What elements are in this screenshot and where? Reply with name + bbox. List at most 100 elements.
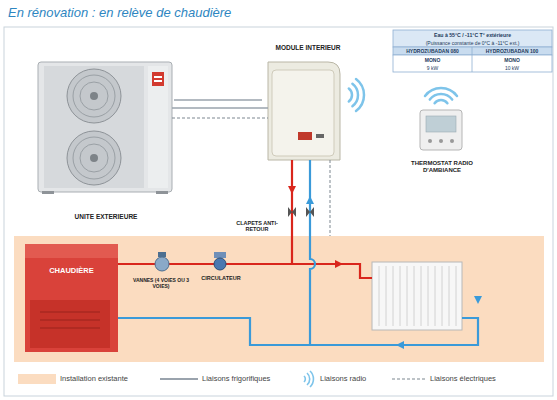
- boiler-box: CHAUDIÈRE: [25, 244, 118, 352]
- rect-shape: [372, 262, 462, 330]
- line-shape: [456, 266, 457, 326]
- check-valves: [288, 207, 314, 217]
- line-shape: [400, 266, 401, 326]
- path-shape: [430, 94, 452, 100]
- table-cell: Eau à 55°C / -11°C T° extérieure: [393, 31, 552, 39]
- node-label: VANNES (4 VOIES OU 3 VOIES): [126, 278, 196, 290]
- spec-table: [393, 47, 552, 55]
- path-shape: [118, 318, 478, 345]
- rect-shape: [154, 80, 162, 82]
- rect-shape: [148, 66, 168, 188]
- path-shape: [306, 207, 314, 217]
- legend-sample: [392, 378, 426, 379]
- check-valve-box: CLAPETS ANTI-RETOUR: [228, 216, 286, 236]
- rect-shape: [214, 252, 226, 258]
- rect-shape: [25, 244, 118, 258]
- path-shape: [268, 62, 340, 160]
- polygon-shape: [335, 260, 343, 268]
- line-shape: [40, 327, 100, 329]
- line-shape: [393, 266, 394, 326]
- indoor-module-box: MODULE INTERIEUR: [262, 44, 354, 162]
- legend-text: Liaisons radio: [320, 374, 366, 384]
- path-shape: [310, 371, 313, 387]
- node-label: UNITE EXTERIEURE: [75, 213, 138, 220]
- circle-shape: [214, 258, 226, 270]
- rect-shape: [156, 191, 168, 194]
- line-shape: [442, 266, 443, 326]
- rect-shape: [30, 300, 110, 348]
- path-shape: [304, 376, 305, 382]
- rect-shape: [44, 66, 144, 188]
- mixing-valve: [155, 252, 169, 271]
- line-shape: [407, 266, 408, 326]
- outdoor-unit-box: UNITE EXTERIEURE: [38, 62, 174, 220]
- indoor-module: [268, 62, 340, 160]
- legend-sample: [160, 378, 198, 380]
- thermostat-box: THERMOSTAT RADIO D'AMBIANCE: [398, 78, 486, 174]
- legend-swatch: [18, 374, 56, 384]
- thermostat: [420, 110, 462, 150]
- rect-shape: [316, 134, 324, 138]
- existing-installation-area: [14, 236, 544, 362]
- rect-shape: [426, 116, 456, 132]
- legend-sample: [304, 371, 313, 387]
- path-shape: [310, 160, 315, 345]
- electric-line: [330, 160, 331, 236]
- line-shape: [386, 266, 387, 326]
- spec-table: [393, 55, 552, 72]
- path-shape: [425, 88, 457, 96]
- rect-shape: [152, 72, 164, 86]
- circle-shape: [428, 139, 432, 143]
- line-shape: [428, 266, 429, 326]
- flow-arrows: [288, 186, 482, 349]
- rect-shape: [158, 252, 166, 257]
- path-shape: [352, 84, 358, 106]
- circle-shape: [73, 137, 115, 179]
- line-shape: [40, 311, 100, 313]
- circulator-pump: [214, 252, 226, 270]
- rect-shape: [154, 76, 162, 78]
- rect-shape: [272, 70, 334, 156]
- table-cell: HYDROZUBADAN 100: [472, 48, 552, 55]
- table-cell: (Puissance constante de 0°C à -11°C ext.…: [393, 39, 552, 47]
- table-cell: 9 kW: [393, 64, 472, 72]
- path-shape: [288, 207, 296, 217]
- node-label: THERMOSTAT RADIO D'AMBIANCE: [407, 160, 477, 174]
- line-shape: [435, 266, 436, 326]
- table-cell: MONO: [393, 56, 472, 64]
- line-shape: [40, 319, 100, 321]
- circle-shape: [80, 82, 108, 110]
- path-shape: [349, 89, 352, 102]
- legend-text: Installation existante: [60, 374, 128, 384]
- legend-text: Liaisons frigorifiques: [202, 374, 270, 384]
- line-shape: [414, 266, 415, 326]
- circle-shape: [73, 75, 115, 117]
- circle-shape: [155, 257, 169, 271]
- polygon-shape: [396, 341, 404, 349]
- boiler: [25, 244, 118, 352]
- spec-table: [393, 30, 552, 47]
- path-shape: [356, 79, 364, 111]
- node-label: CLAPETS ANTI-RETOUR: [232, 220, 282, 233]
- circle-shape: [90, 154, 98, 162]
- table-rule: [472, 47, 473, 72]
- path-shape: [307, 373, 310, 385]
- rect-shape: [298, 132, 312, 140]
- line-shape: [449, 266, 450, 326]
- electric-line: [172, 118, 268, 119]
- polygon-shape: [474, 296, 482, 304]
- circle-shape: [439, 139, 443, 143]
- table-cell: HYDROZUBADAN 080: [393, 48, 472, 55]
- circle-shape: [80, 144, 108, 172]
- pump-box: CIRCULATEUR: [198, 273, 244, 284]
- node-label: MODULE INTERIEUR: [276, 44, 341, 51]
- table-cell: MONO: [472, 56, 552, 64]
- legend-text: Liaisons électriques: [430, 374, 496, 384]
- outdoor-unit: [38, 62, 172, 194]
- return-pipe: [118, 160, 478, 345]
- radio-waves: [349, 79, 457, 111]
- refrigerant-line: [172, 107, 268, 109]
- circle-shape: [450, 139, 454, 143]
